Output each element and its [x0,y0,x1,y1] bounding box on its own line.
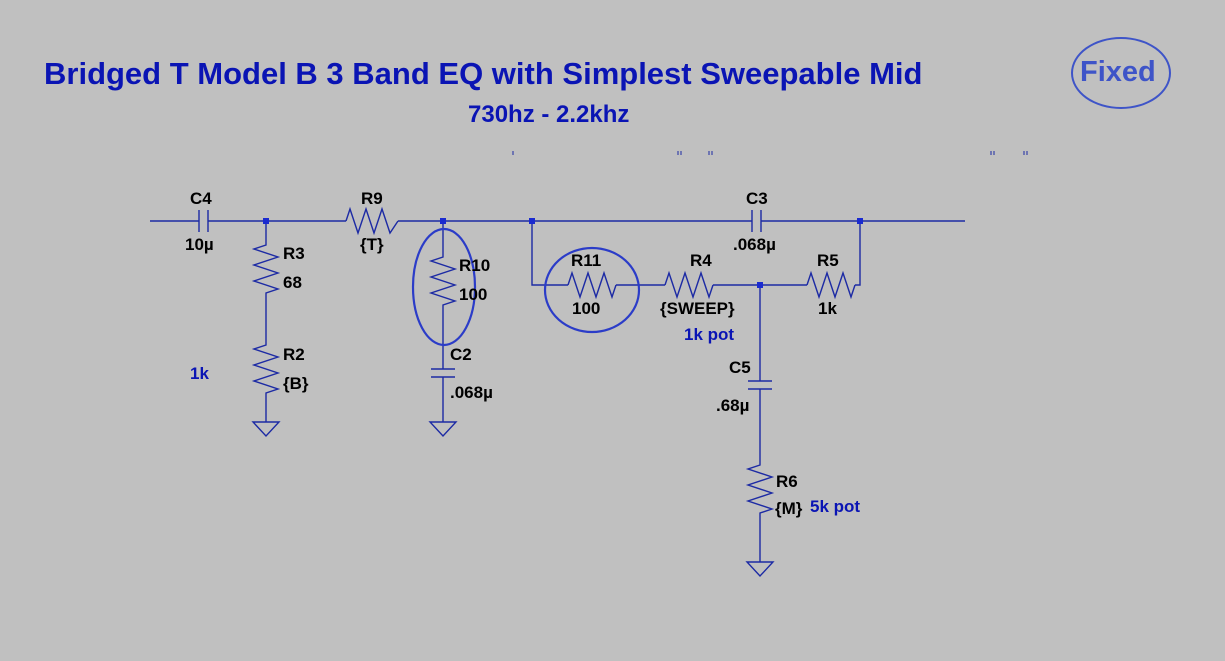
r11-value: 100 [572,299,600,318]
c3-capacitor: C3 .068µ [733,189,776,254]
bridge-network: R11 100 R4 {SWEEP} 1k pot R5 1k [531,221,861,344]
r10-value: 100 [459,285,487,304]
r5-value: 1k [818,299,837,318]
c3-name: C3 [746,189,768,208]
r3-name: R3 [283,244,305,263]
diagram-subtitle: 730hz - 2.2khz [468,101,630,128]
c2-value: .068µ [450,383,493,402]
c4-capacitor: C4 10µ [185,189,214,254]
r2-pot-note: 1k [190,364,209,383]
r2-name: R2 [283,345,305,364]
r6-value: {M} [775,499,803,518]
r10-c2-branch: R10 100 C2 .068µ [411,221,493,438]
r2-value: {B} [283,374,309,393]
c2-name: C2 [450,345,472,364]
c5-name: C5 [729,358,751,377]
r9-resistor: R9 {T} [345,189,399,254]
c5-value: .68µ [716,396,749,415]
r9-name: R9 [361,189,383,208]
fixed-stamp-circle [1071,37,1171,109]
diagram-title: Bridged T Model B 3 Band EQ with Simples… [44,56,923,91]
r5-name: R5 [817,251,839,270]
r3-r2-branch: R3 68 R2 {B} 1k [190,221,309,438]
r4-name: R4 [690,251,712,270]
r4-pot-note: 1k pot [684,325,734,344]
junction-dots [263,218,863,288]
stray-marks [512,151,1028,155]
c4-name: C4 [190,189,212,208]
r11-highlight-circle [543,246,641,334]
r6-pot-note: 5k pot [810,497,860,516]
c4-value: 10µ [185,235,214,254]
fixed-stamp-label: Fixed [1080,56,1156,88]
r10-highlight-circle [411,227,477,347]
r4-value: {SWEEP} [660,299,735,318]
c5-r6-branch: C5 .68µ R6 {M} 5k pot [716,285,860,578]
c3-value: .068µ [733,235,776,254]
r9-value: {T} [360,235,384,254]
r3-value: 68 [283,273,302,292]
r6-name: R6 [776,472,798,491]
r10-name: R10 [459,256,490,275]
r11-name: R11 [571,251,601,270]
